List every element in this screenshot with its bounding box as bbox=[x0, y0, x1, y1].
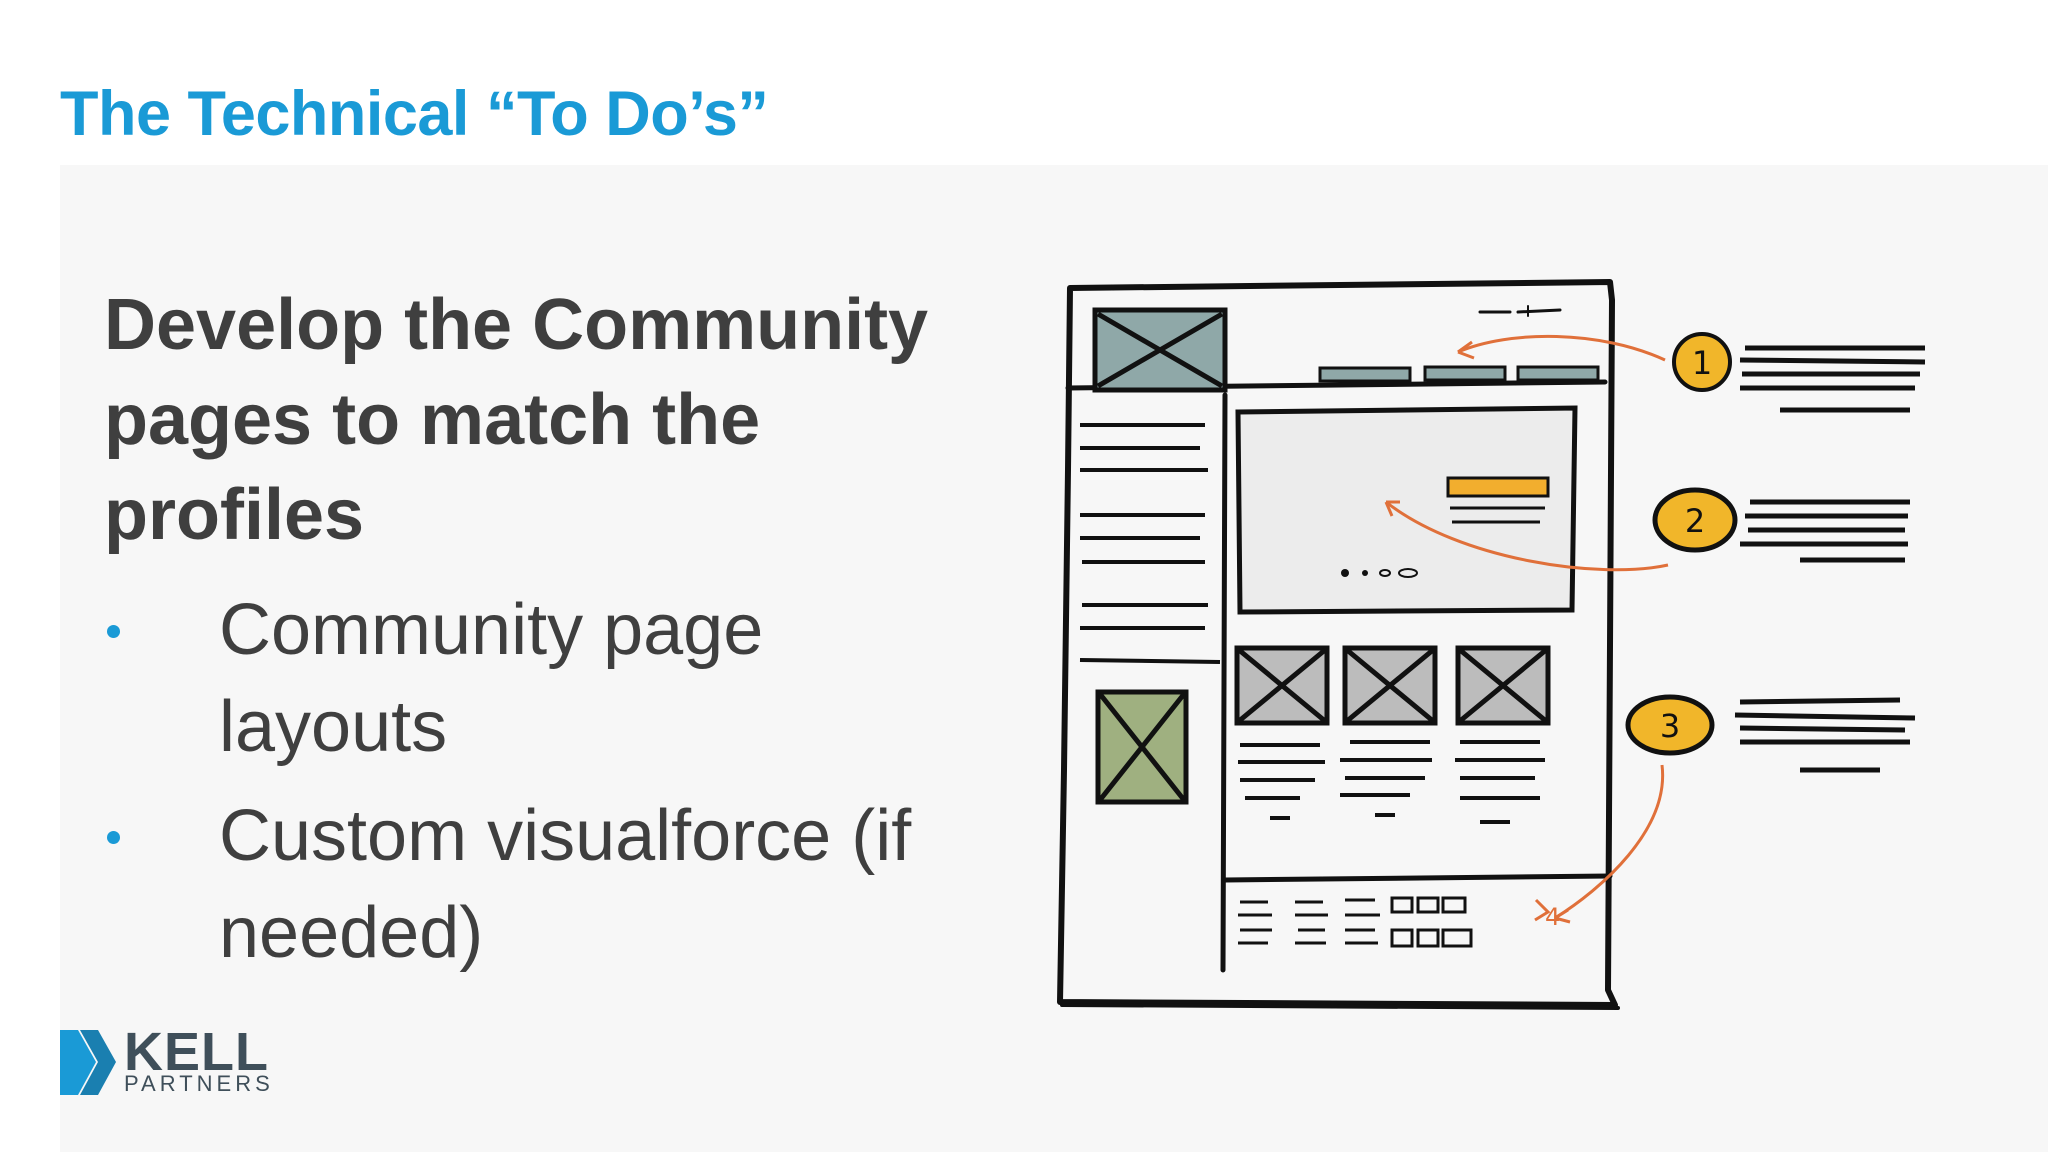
callout-arrows bbox=[1384, 334, 1669, 924]
kell-partners-logo: KELL PARTNERS bbox=[60, 1024, 270, 1096]
content-text-lines bbox=[1238, 740, 1545, 824]
callout-1-number: 1 bbox=[1692, 344, 1712, 382]
bullet-item: Community page layouts bbox=[104, 582, 1004, 776]
logo-subtitle: PARTNERS bbox=[124, 1071, 274, 1096]
callout-2: 2 bbox=[1652, 487, 1738, 553]
bullet-text: Community page layouts bbox=[219, 590, 764, 767]
callout-3: 3 bbox=[1625, 694, 1715, 756]
logo-name: KELL bbox=[124, 1022, 269, 1082]
bullet-item: Custom visualforce (if needed) bbox=[104, 788, 1004, 982]
callout-4-number: 4 bbox=[1545, 903, 1560, 931]
slide-heading: Develop the Community pages to match the… bbox=[104, 285, 929, 555]
bullet-text: Custom visualforce (if needed) bbox=[219, 796, 912, 973]
bullet-dot-icon bbox=[107, 831, 120, 844]
sidebar-green-image bbox=[1095, 689, 1189, 805]
sidebar-text-lines bbox=[1079, 423, 1221, 664]
bullet-dot-icon bbox=[107, 625, 120, 638]
footer-area bbox=[1238, 896, 1473, 948]
kell-logo-mark-icon bbox=[60, 1030, 116, 1095]
callout-description-lines bbox=[1734, 345, 1926, 773]
slide-background bbox=[60, 165, 2048, 1152]
wireframe-sketch-illustration: 1 2 3 4 bbox=[1057, 279, 1926, 1010]
logo-placeholder-image bbox=[1092, 307, 1228, 393]
slide-title: The Technical “To Do’s” bbox=[60, 79, 769, 149]
content-image-grid bbox=[1234, 645, 1551, 726]
callout-3-number: 3 bbox=[1660, 707, 1680, 745]
bullet-list: Community page layouts Custom visualforc… bbox=[104, 582, 1004, 994]
callout-2-number: 2 bbox=[1685, 502, 1705, 540]
hero-banner bbox=[1235, 405, 1578, 615]
nav-tabs bbox=[1318, 365, 1600, 383]
callout-1: 1 bbox=[1672, 332, 1732, 392]
